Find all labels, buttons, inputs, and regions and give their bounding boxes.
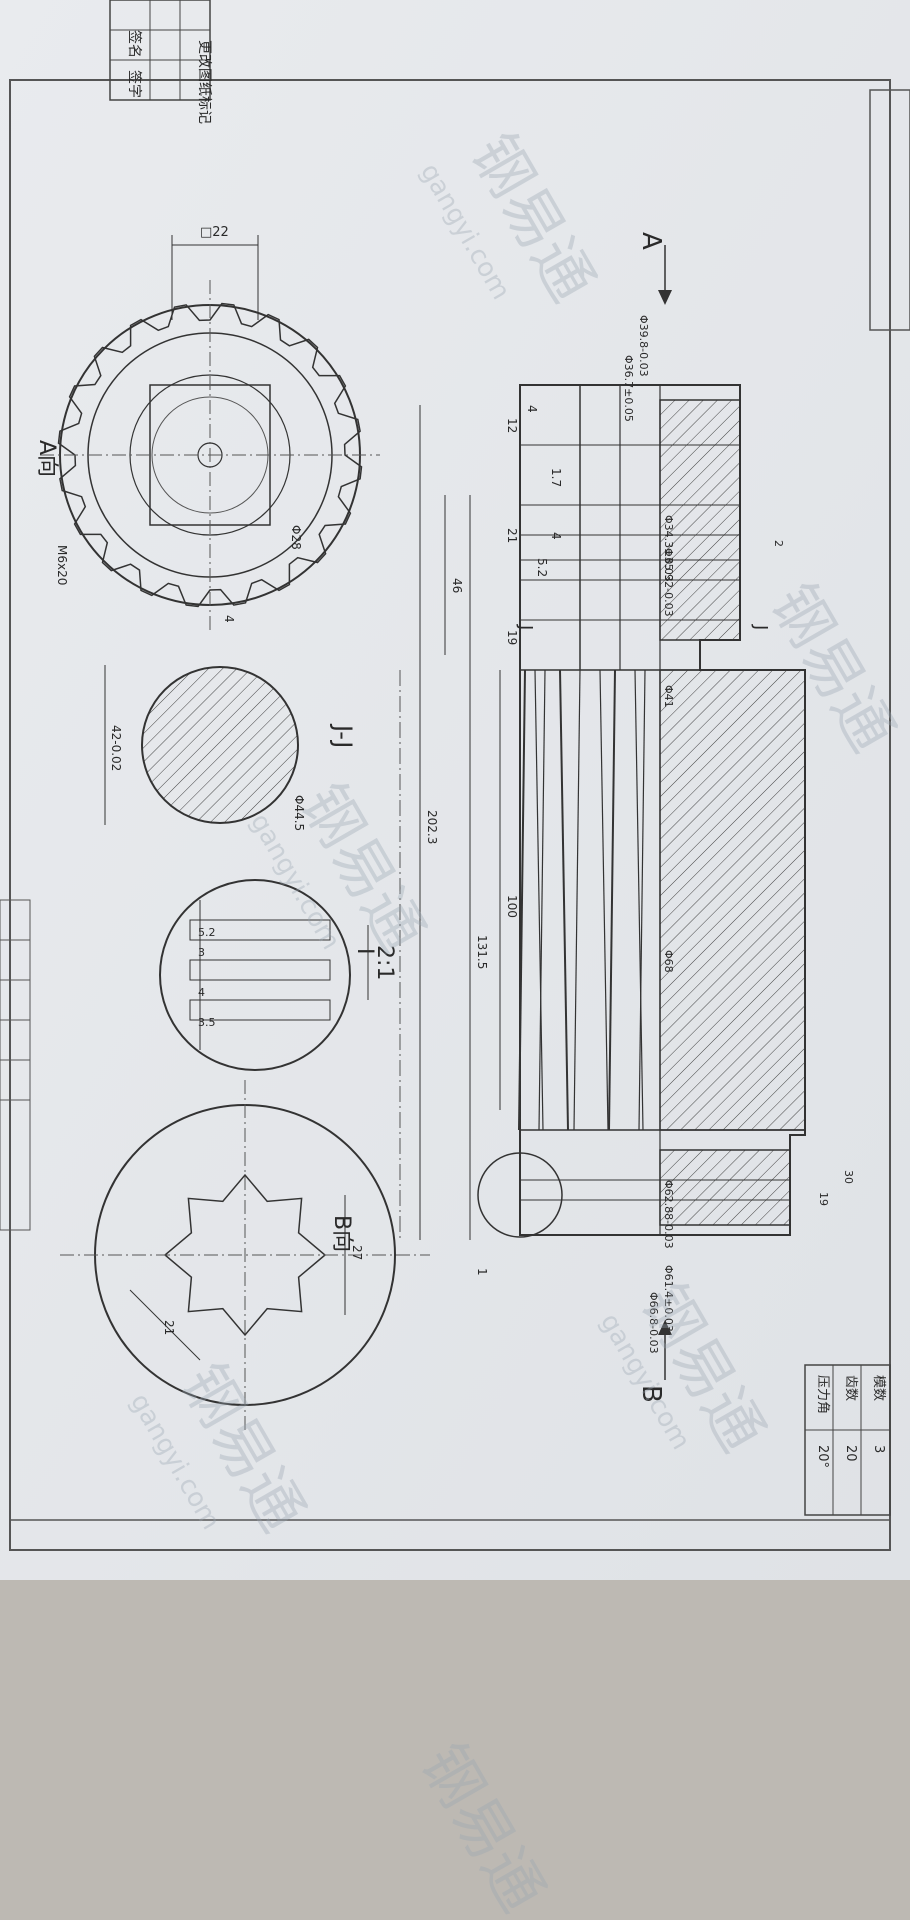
b-dim-27: 27 [350,1245,364,1260]
section-b-label: B [636,1385,666,1403]
spline-line [534,669,544,1131]
dim-d28: Φ28 [289,525,303,550]
title-cell-0: 更改图纸标记 [196,40,212,124]
dia-d7: Φ62.88-0.03 [662,1180,675,1249]
floor [0,1570,910,1920]
det-3: 3 [198,946,205,959]
sheet-border [9,79,891,1551]
len-30: 30 [842,1170,855,1184]
len-4b: 4 [549,532,563,540]
det-4: 4 [198,986,205,999]
det-3-5: 3.5 [198,1016,216,1029]
len-1-7: 1.7 [549,468,563,487]
spline-line [538,669,546,1131]
dia-d4: Φ35.92-0.03 [662,548,675,617]
dia-d6: Φ68 [662,950,675,973]
jj-label: J-J [329,723,357,748]
gear-table: 模数 3 齿数 20 压力角 20° [804,1364,891,1516]
len-4: 4 [525,405,539,413]
section-a-label: A [636,232,666,250]
detail-scale: 2:1 [372,945,397,980]
spline-line [559,669,569,1131]
gear-angle-label: 压力角 [815,1375,830,1414]
dia-d1: Φ39.8-0.03 [637,315,650,377]
shaft-section [399,384,806,1240]
gear-mod-label: 模数 [871,1375,886,1401]
title-block: 更改图纸标记 签名 签字 [109,0,212,124]
len-202-3: 202.3 [425,810,439,844]
cut-j-right: J [750,624,771,630]
cut-j-left: J [515,624,536,630]
spline-line [638,669,646,1131]
title-cell-1: 签名 [126,30,143,58]
gear-angle-val: 20° [815,1445,830,1468]
b-view-label: B向 [329,1215,354,1252]
dia-d9: Φ66.8-0.03 [647,1292,660,1354]
spline-line [599,669,609,1131]
left-edge-table [0,899,31,1231]
spline-line [608,669,616,1131]
dim-jj-d2: Φ44.5 [292,795,306,831]
b-view: 27 21 B向 [60,1080,430,1430]
len-46: 46 [450,578,464,593]
det-5-2: 5.2 [198,926,216,939]
diameter-dims: Φ39.8-0.03 Φ36.7±0.05 Φ34.3±0.03 Φ35.92-… [622,315,855,1354]
dia-d2: Φ36.7±0.05 [622,355,635,422]
dim-w4: 4 [222,615,236,623]
spline-line [634,669,644,1131]
gear-teeth-label: 齿数 [843,1375,858,1401]
len-19: 19 [505,630,519,645]
jj-section: 42-0.02 Φ44.5 J-J [104,665,357,831]
dia-d8: Φ61.4±0.03 [662,1265,675,1332]
len-21: 21 [505,528,519,543]
len-19b: 19 [817,1192,830,1206]
title-cell-2: 签字 [126,70,143,98]
upper-right-frame [869,89,910,331]
dim-m6: M6x20 [55,545,69,585]
dim-jj-d: 42-0.02 [109,725,123,771]
b-dim-21: 21 [162,1320,176,1335]
len-131-5: 131.5 [475,935,489,969]
len-100: 100 [505,895,519,918]
gear-teeth-val: 20 [843,1445,858,1462]
spline-line [573,669,581,1131]
a-view-label: A向 [34,440,59,477]
spline-lines [518,669,646,1131]
len-1: 1 [475,1268,489,1276]
detail-i: 5.2 3 4 3.5 I 2:1 [159,879,397,1071]
len-2: 2 [772,540,785,547]
dia-d3: Φ34.3±0.03 [662,515,675,582]
dia-d5: Φ41 [662,685,675,708]
spline-line [518,669,526,1131]
len-5-2: 5.2 [535,558,549,577]
gear-mod-val: 3 [871,1445,886,1453]
section-markers: A B J J [515,232,771,1403]
length-dims: 202.3 46 131.5 100 21 19 4 12 1.7 4 5.2 … [419,405,563,1276]
detail-label: I [352,948,377,955]
a-view: □22 Φ28 M6x20 4 A向 [34,225,380,630]
dim-sq22: □22 [200,225,229,240]
len-12: 12 [505,418,519,433]
